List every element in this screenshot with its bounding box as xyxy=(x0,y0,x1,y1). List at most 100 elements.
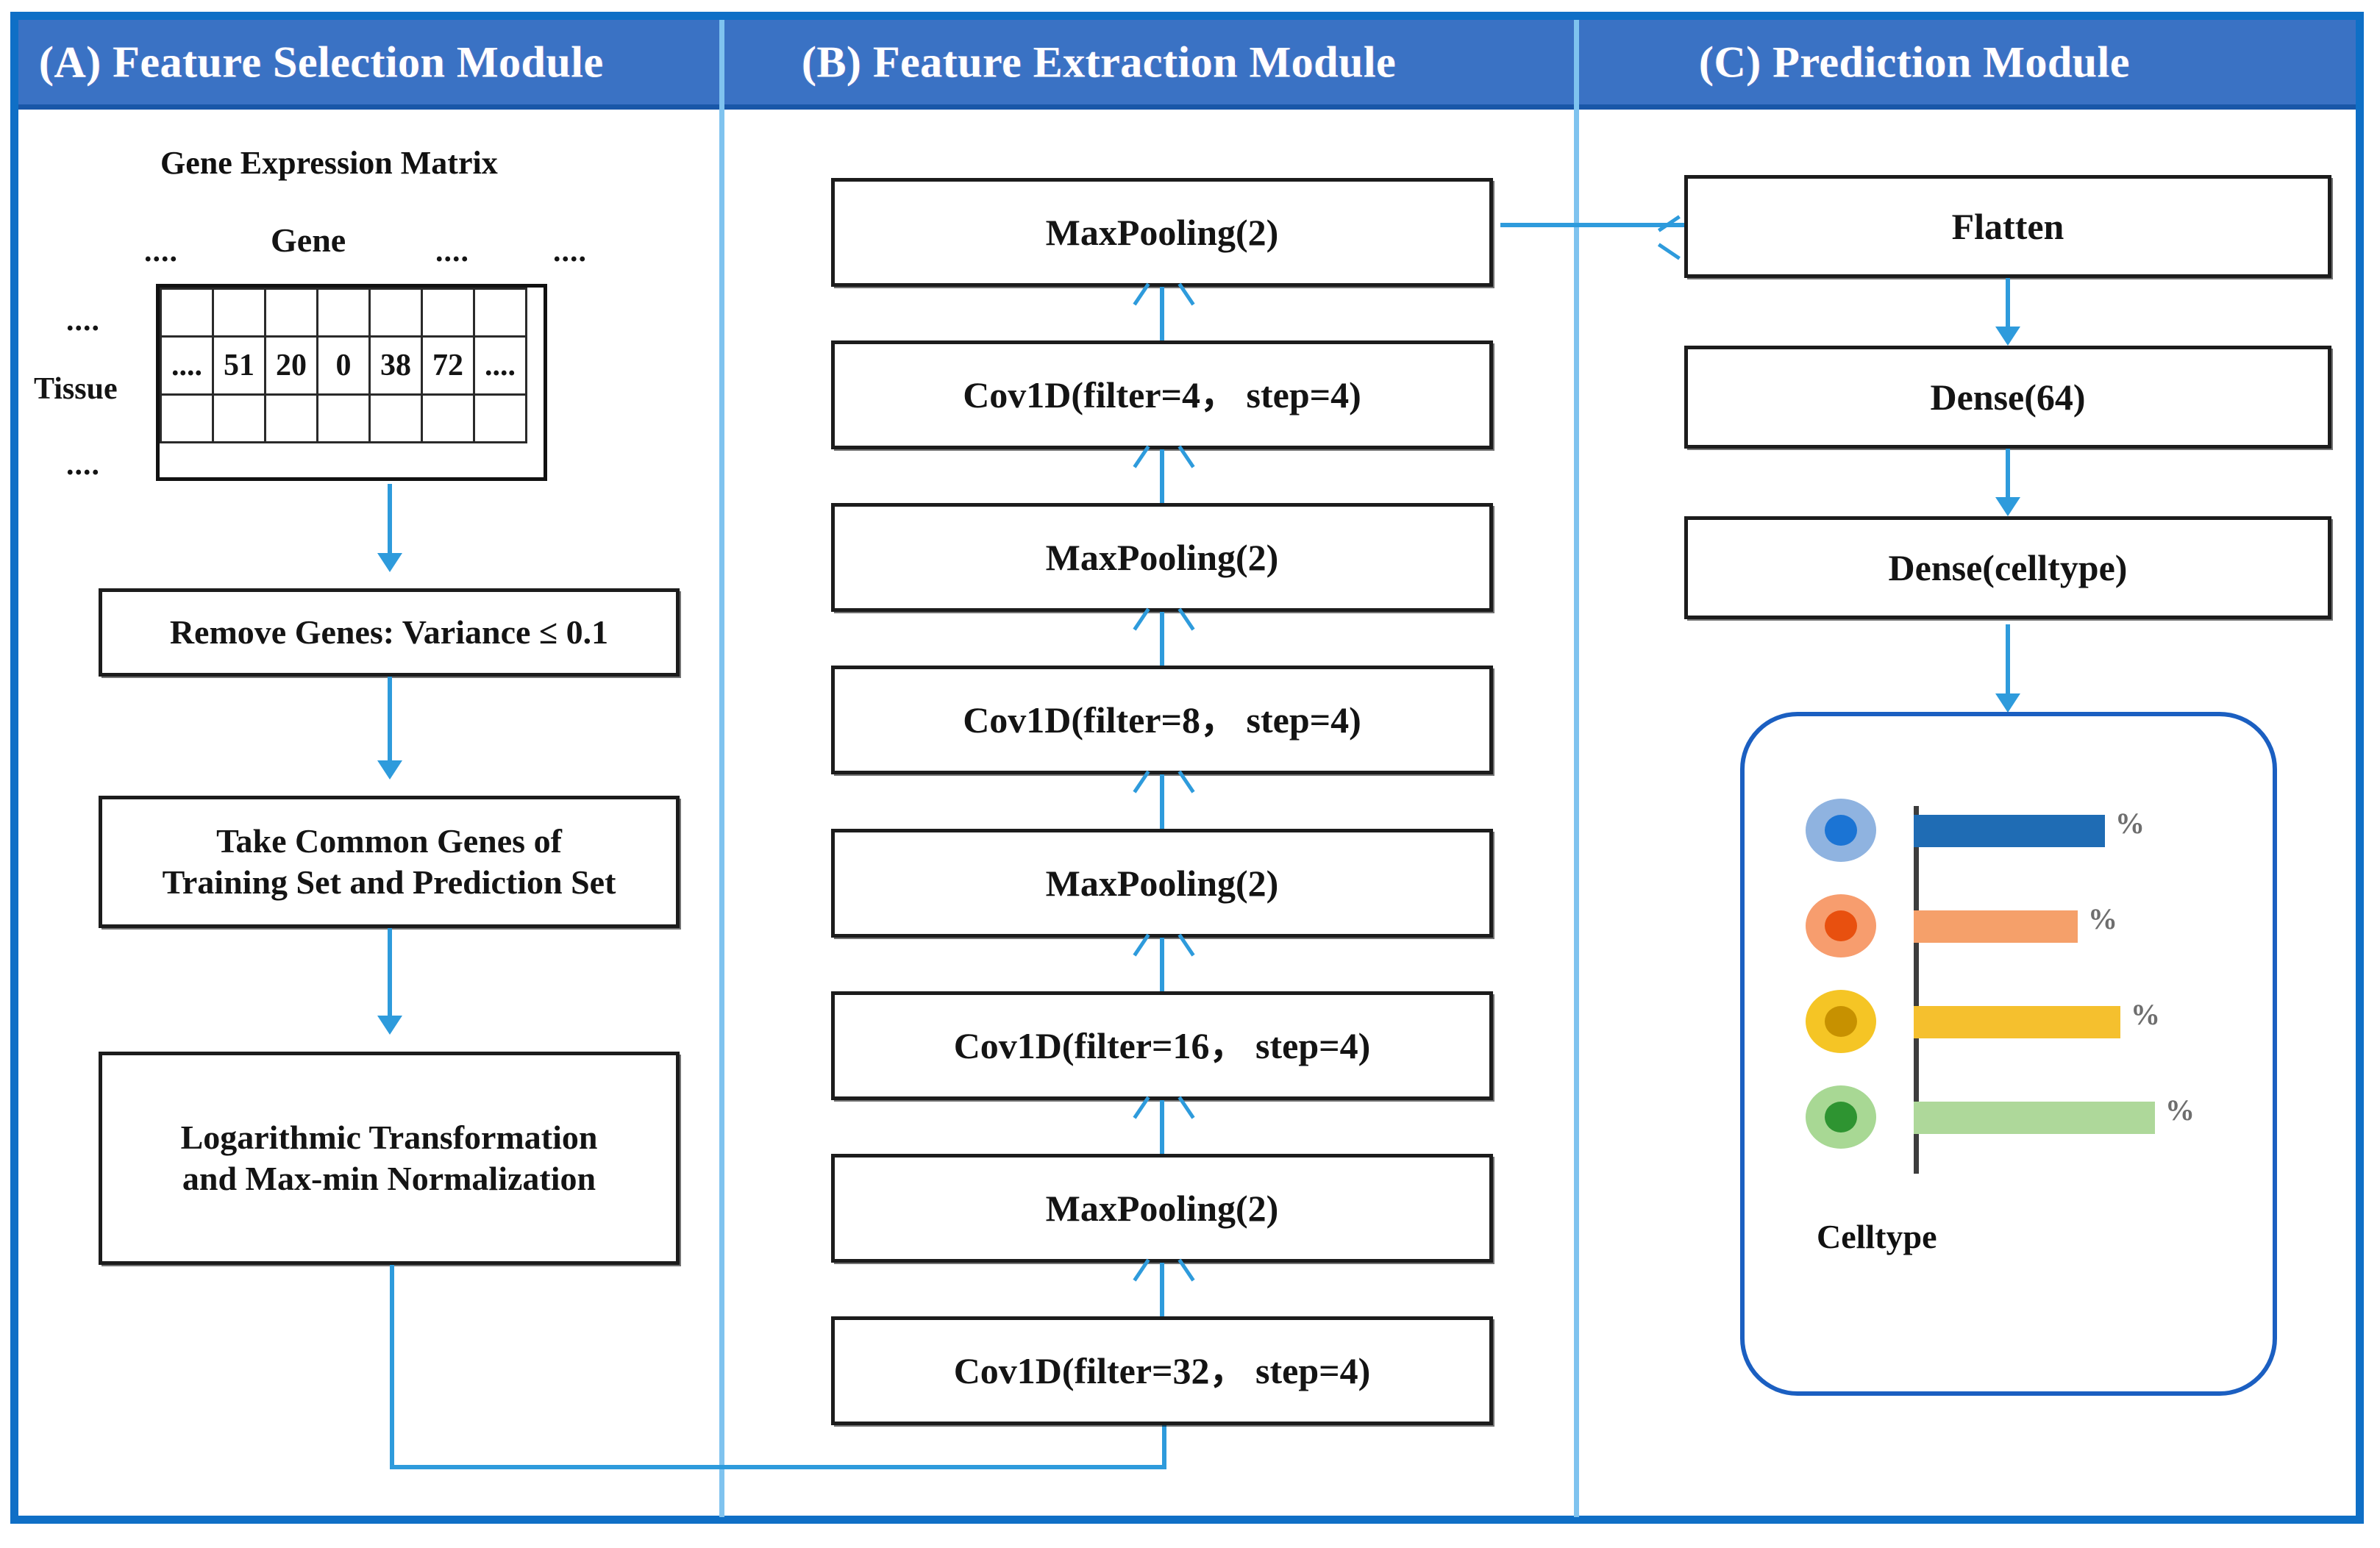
matrix-cell xyxy=(473,393,527,443)
celltype-icon-core-3 xyxy=(1825,1102,1857,1133)
panel-a-title: (A) Feature Selection Module xyxy=(39,38,604,86)
celltype-icon-core-2 xyxy=(1825,1006,1857,1037)
celltype-bar-0 xyxy=(1914,815,2105,847)
matrix-col-dots-2: .... xyxy=(435,235,469,268)
panel-b-layer-2: MaxPooling(2) xyxy=(831,503,1493,612)
panel-b-layer-0: MaxPooling(2) xyxy=(831,178,1493,287)
celltype-icon-core-0 xyxy=(1825,815,1857,846)
celltype-bar-1 xyxy=(1914,910,2078,943)
matrix-cell: .... xyxy=(473,335,527,396)
matrix-cell: .... xyxy=(160,335,214,396)
matrix-col-dots-3: .... xyxy=(553,235,587,268)
feedback-path-vertical-right xyxy=(1162,1390,1166,1469)
matrix-cell: 20 xyxy=(264,335,318,396)
celltype-percent-0: % xyxy=(2115,807,2145,840)
step-log-transformation: Logarithmic Transformation and Max-min N… xyxy=(99,1052,680,1265)
panel-c-arrowhead-0 xyxy=(1995,327,2020,346)
matrix-cell xyxy=(473,288,527,338)
panel-b-layer-label-7: Cov1D(filter=32， step=4) xyxy=(953,1349,1371,1391)
panel-b-layer-label-3: Cov1D(filter=8， step=4) xyxy=(963,699,1361,741)
panel-b-layer-label-6: MaxPooling(2) xyxy=(1045,1187,1279,1229)
arrow-dense-to-result xyxy=(2006,624,2010,698)
arrow-maxpool-to-flatten xyxy=(1500,223,1684,227)
panel-b-arrow-4 xyxy=(1160,938,1164,991)
panel-b-arrow-1 xyxy=(1160,449,1164,503)
step-log-transformation-line1: Logarithmic Transformation xyxy=(180,1118,598,1156)
arrowhead-common-to-log xyxy=(377,1016,402,1035)
matrix-cell xyxy=(264,393,318,443)
panel-b-layer-label-5: Cov1D(filter=16， step=4) xyxy=(953,1024,1371,1066)
panel-b-arrow-5 xyxy=(1160,1100,1164,1154)
matrix-row xyxy=(160,288,527,338)
panel-b-arrow-0 xyxy=(1160,287,1164,340)
celltype-icon-2 xyxy=(1806,990,1876,1053)
matrix-row-dots-bottom: .... xyxy=(66,448,100,482)
step-log-transformation-line2: and Max-min Normalization xyxy=(182,1160,596,1197)
step-remove-genes: Remove Genes: Variance ≤ 0.1 xyxy=(99,588,680,677)
step-take-common-genes-line2: Training Set and Prediction Set xyxy=(162,863,616,901)
arrow-remove-to-common xyxy=(388,677,392,765)
matrix-cell xyxy=(316,393,371,443)
panel-b-arrow-2 xyxy=(1160,612,1164,666)
panel-c-layer-1: Dense(64) xyxy=(1684,346,2331,449)
celltype-percent-3: % xyxy=(2165,1094,2195,1127)
step-take-common-genes: Take Common Genes of Training Set and Pr… xyxy=(99,796,680,928)
panel-c-arrow-1 xyxy=(2006,449,2010,500)
panel-b-layer-label-4: MaxPooling(2) xyxy=(1045,862,1279,904)
panel-c-arrowhead-1 xyxy=(1995,497,2020,516)
result-axis-line xyxy=(1914,806,1919,1174)
celltype-bar-3 xyxy=(1914,1102,2155,1134)
panel-c-layer-label-0: Flatten xyxy=(1951,205,2064,247)
arrow-matrix-to-remove xyxy=(388,484,392,557)
matrix-row xyxy=(160,393,527,443)
matrix-cell: 51 xyxy=(212,335,266,396)
matrix-cell: 38 xyxy=(368,335,423,396)
celltype-icon-core-1 xyxy=(1825,910,1857,941)
arrow-common-to-log xyxy=(388,928,392,1020)
matrix-row-dots-top: .... xyxy=(66,304,100,338)
panel-c-title: (C) Prediction Module xyxy=(1699,38,2130,86)
matrix-cell: 0 xyxy=(316,335,371,396)
matrix-cell xyxy=(368,288,423,338)
panel-c-arrow-0 xyxy=(2006,278,2010,329)
celltype-percent-2: % xyxy=(2131,998,2160,1031)
panel-b-layer-label-0: MaxPooling(2) xyxy=(1045,211,1279,253)
matrix-title: Gene Expression Matrix xyxy=(160,145,498,181)
panel-b-layer-1: Cov1D(filter=4， step=4) xyxy=(831,340,1493,449)
celltype-icon-0 xyxy=(1806,799,1876,862)
arrowhead-remove-to-common xyxy=(377,760,402,780)
panel-b-layer-label-2: MaxPooling(2) xyxy=(1045,536,1279,578)
divider-b-c xyxy=(1574,20,1579,1517)
celltype-percent-1: % xyxy=(2088,902,2117,935)
step-take-common-genes-line1: Take Common Genes of xyxy=(216,821,562,860)
celltype-icon-1 xyxy=(1806,894,1876,957)
panel-b-layer-label-1: Cov1D(filter=4， step=4) xyxy=(963,374,1361,415)
panel-c-layer-0: Flatten xyxy=(1684,175,2331,278)
celltype-icon-3 xyxy=(1806,1085,1876,1149)
feedback-path-horizontal xyxy=(390,1465,1166,1469)
result-axis-label: Celltype xyxy=(1817,1218,1937,1255)
matrix-cell xyxy=(212,393,266,443)
panel-c-layer-label-2: Dense(celltype) xyxy=(1888,546,2128,588)
panel-b-layer-4: MaxPooling(2) xyxy=(831,829,1493,938)
arrowhead-matrix-to-remove xyxy=(377,553,402,572)
matrix-cell xyxy=(160,288,214,338)
matrix-cell xyxy=(421,288,475,338)
panel-b-layer-7: Cov1D(filter=32， step=4) xyxy=(831,1316,1493,1425)
matrix-col-label-gene: Gene xyxy=(271,221,346,259)
panel-b-title: (B) Feature Extraction Module xyxy=(802,38,1397,86)
step-remove-genes-label: Remove Genes: Variance ≤ 0.1 xyxy=(169,613,609,651)
matrix-cell xyxy=(160,393,214,443)
feedback-path-vertical-left xyxy=(390,1265,394,1469)
matrix-cell xyxy=(264,288,318,338)
arrowhead-dense-to-result xyxy=(1995,693,2020,713)
panel-c-layer-2: Dense(celltype) xyxy=(1684,516,2331,619)
header-band: (A) Feature Selection Module (B) Feature… xyxy=(18,20,2356,110)
panel-b-arrow-3 xyxy=(1160,774,1164,829)
matrix-cell xyxy=(316,288,371,338)
celltype-bar-2 xyxy=(1914,1006,2120,1038)
panel-b-layer-3: Cov1D(filter=8， step=4) xyxy=(831,666,1493,774)
